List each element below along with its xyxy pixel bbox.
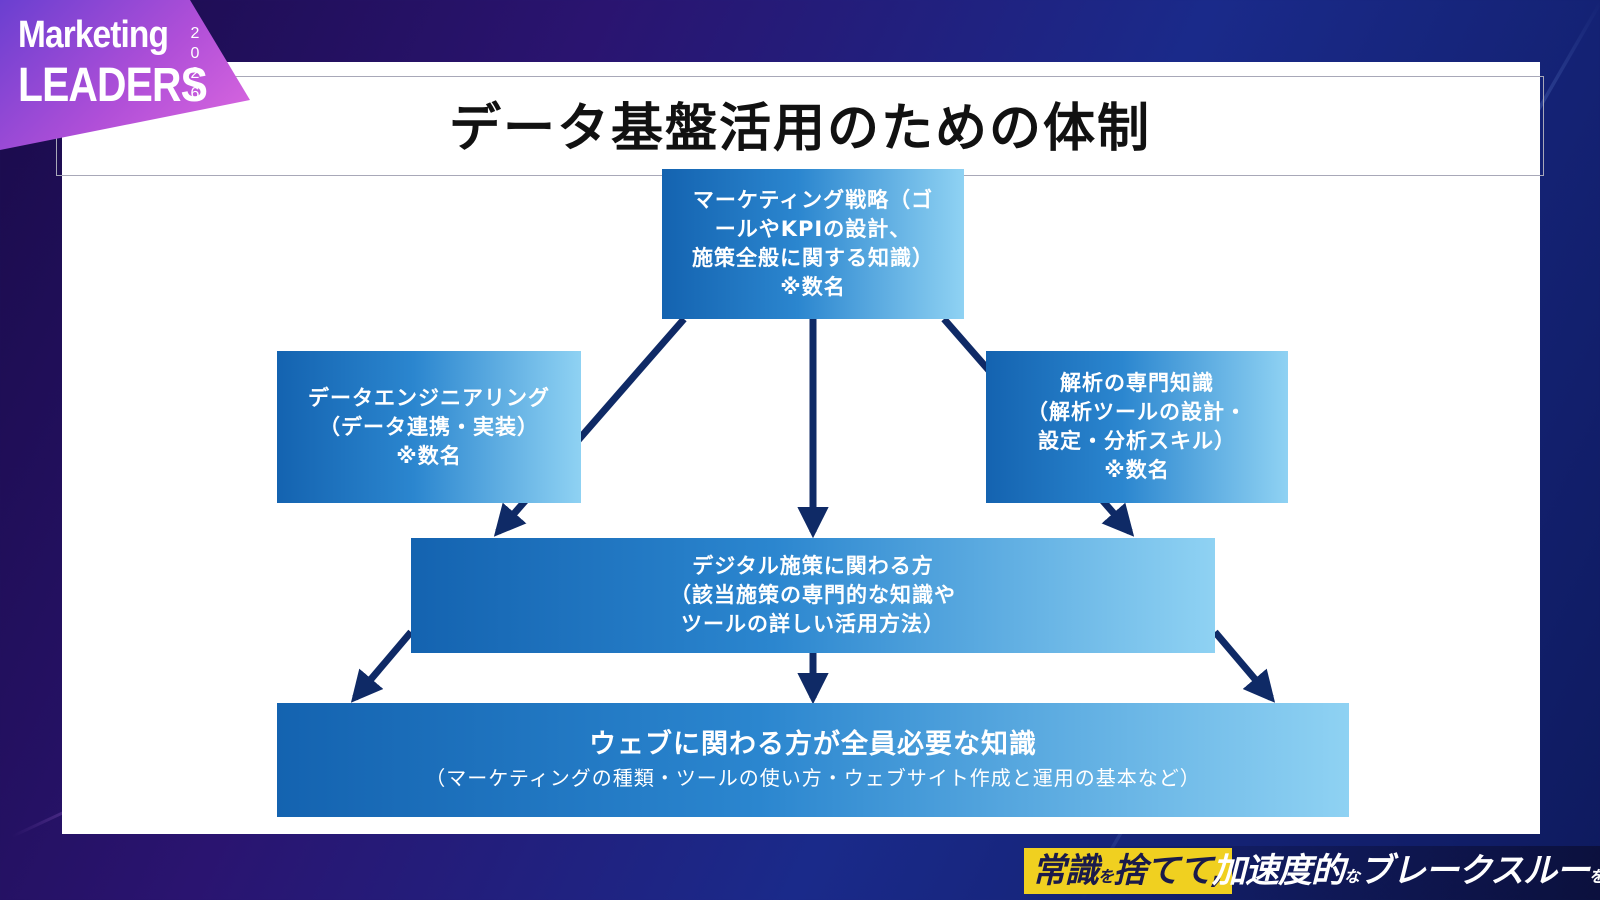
box-text-line: ツールの詳しい活用方法）	[681, 612, 945, 636]
tagline-highlight: 常識を捨てて,	[1024, 848, 1232, 894]
tagline-text: 加速度的なブレークスルーを起こす	[1212, 848, 1600, 900]
role-box-web-common-knowledge: ウェブに関わる方が全員必要な知識 （マーケティングの種類・ツールの使い方・ウェブ…	[277, 703, 1349, 817]
tagline-word: ブレークスルー	[1359, 851, 1590, 891]
box-text-line: デジタル施策に関わる方	[692, 554, 934, 578]
tagline-highlight-word-a: 常識	[1032, 851, 1099, 891]
logo-year-digit: 6	[190, 85, 200, 102]
box-text-line: （データ連携・実装）	[319, 414, 539, 439]
logo-text-marketing: Marketing	[18, 14, 169, 56]
box-text-line: マーケティング戦略（ゴ	[692, 188, 934, 212]
box-text-line: （該当施策の専門的な知識や	[670, 583, 956, 607]
box-text-line: データエンジニアリング	[308, 385, 550, 410]
role-box-digital-initiatives: デジタル施策に関わる方 （該当施策の専門的な知識や ツールの詳しい活用方法）	[411, 538, 1215, 653]
box-text-line: ※数名	[1104, 458, 1170, 482]
role-box-marketing-strategy: マーケティング戦略（ゴ ールやKPIの設計、 施策全般に関する知識） ※数名	[662, 169, 964, 319]
box-text-line: ※数名	[780, 275, 846, 299]
box-text-line: 解析の専門知識	[1060, 371, 1214, 395]
box-text-line: 施策全般に関する知識）	[692, 246, 934, 270]
role-box-analytics: 解析の専門知識 （解析ツールの設計・ 設定・分析スキル） ※数名	[986, 351, 1288, 503]
logo-year-digit: 2	[190, 65, 200, 82]
box-main-text: ウェブに関わる方が全員必要な知識	[589, 729, 1037, 760]
tagline-highlight-word-b: 捨てて,	[1113, 851, 1225, 891]
box-text-line: ※数名	[396, 443, 462, 468]
box-text-line: （解析ツールの設計・	[1027, 400, 1247, 424]
box-text-line: ールやKPIの設計、	[714, 217, 912, 241]
tagline-particle: な	[1344, 867, 1360, 886]
logo-year: 2 0 2 6	[188, 24, 202, 104]
logo-text-leaders: LEADERS	[18, 59, 208, 112]
box-sub-text: （マーケティングの種類・ツールの使い方・ウェブサイト作成と運用の基本など）	[425, 766, 1201, 790]
tagline-word: 加速度的	[1212, 851, 1345, 891]
logo-year-digit: 2	[190, 25, 200, 42]
box-text-line: 設定・分析スキル）	[1038, 429, 1236, 453]
role-box-data-engineering: データエンジニアリング （データ連携・実装） ※数名	[277, 351, 581, 503]
tagline-particle: を	[1098, 867, 1114, 886]
logo-year-digit: 0	[190, 45, 200, 62]
slide-title: データ基盤活用のための体制	[448, 99, 1151, 159]
tagline-particle: を起こす	[1589, 867, 1600, 886]
